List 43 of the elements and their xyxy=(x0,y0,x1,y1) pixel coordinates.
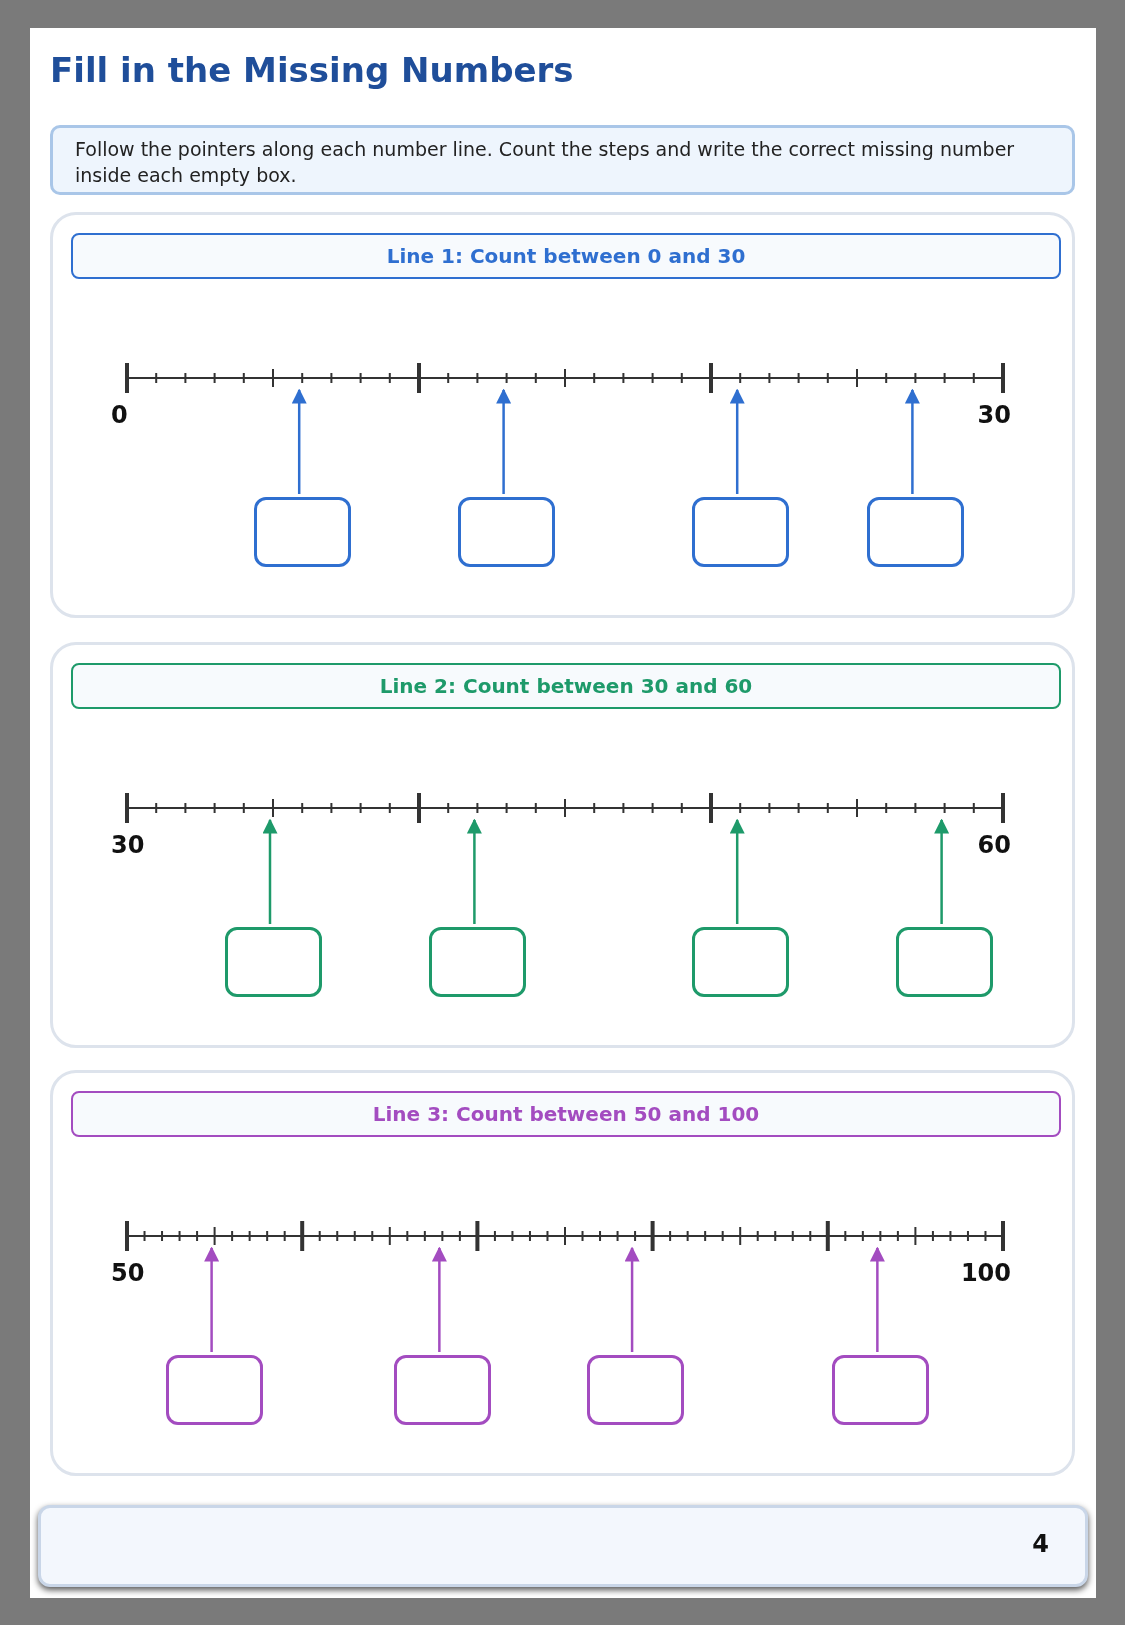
title: Fill in the Missing Numbers xyxy=(50,50,574,90)
answer-box xyxy=(224,927,322,997)
answer-box xyxy=(166,1355,264,1425)
number-label: 60 xyxy=(977,831,1011,859)
heading-text: Line 1: Count between 0 and 30 xyxy=(71,233,1061,279)
arrow xyxy=(729,818,745,924)
answer-box xyxy=(896,927,994,997)
answer-box xyxy=(691,497,789,567)
arrow xyxy=(291,388,307,494)
arrow xyxy=(204,1246,220,1352)
answer-box xyxy=(691,927,789,997)
arrow xyxy=(869,1246,885,1352)
number-line xyxy=(127,793,1003,823)
heading-text: Line 2: Count between 30 and 60 xyxy=(71,663,1061,709)
panel xyxy=(50,212,1075,618)
arrow xyxy=(262,818,278,924)
answer-box xyxy=(458,497,556,567)
number-line xyxy=(127,363,1003,393)
footer-bar xyxy=(38,1505,1088,1587)
number-label: 30 xyxy=(977,401,1011,429)
answer-box xyxy=(831,1355,929,1425)
number-label: 0 xyxy=(111,401,128,429)
arrow xyxy=(624,1246,640,1352)
arrow xyxy=(729,388,745,494)
panel xyxy=(50,642,1075,1048)
arrow xyxy=(496,388,512,494)
heading-text: Line 3: Count between 50 and 100 xyxy=(71,1091,1061,1137)
instructions-text: Follow the pointers along each number line. Count the steps and write the correct missing number inside each empty box. xyxy=(50,125,1075,195)
number-line xyxy=(127,1221,1003,1251)
answer-box xyxy=(253,497,351,567)
answer-box xyxy=(866,497,964,567)
arrow xyxy=(466,818,482,924)
arrow xyxy=(431,1246,447,1352)
number-label: 30 xyxy=(111,831,145,859)
number-label: 100 xyxy=(960,1259,1011,1287)
answer-box xyxy=(428,927,526,997)
answer-box xyxy=(393,1355,491,1425)
arrow xyxy=(934,818,950,924)
number-label: 50 xyxy=(111,1259,145,1287)
panel xyxy=(50,1070,1075,1476)
arrow xyxy=(904,388,920,494)
answer-box xyxy=(586,1355,684,1425)
page-number: 4 xyxy=(1032,1530,1049,1558)
